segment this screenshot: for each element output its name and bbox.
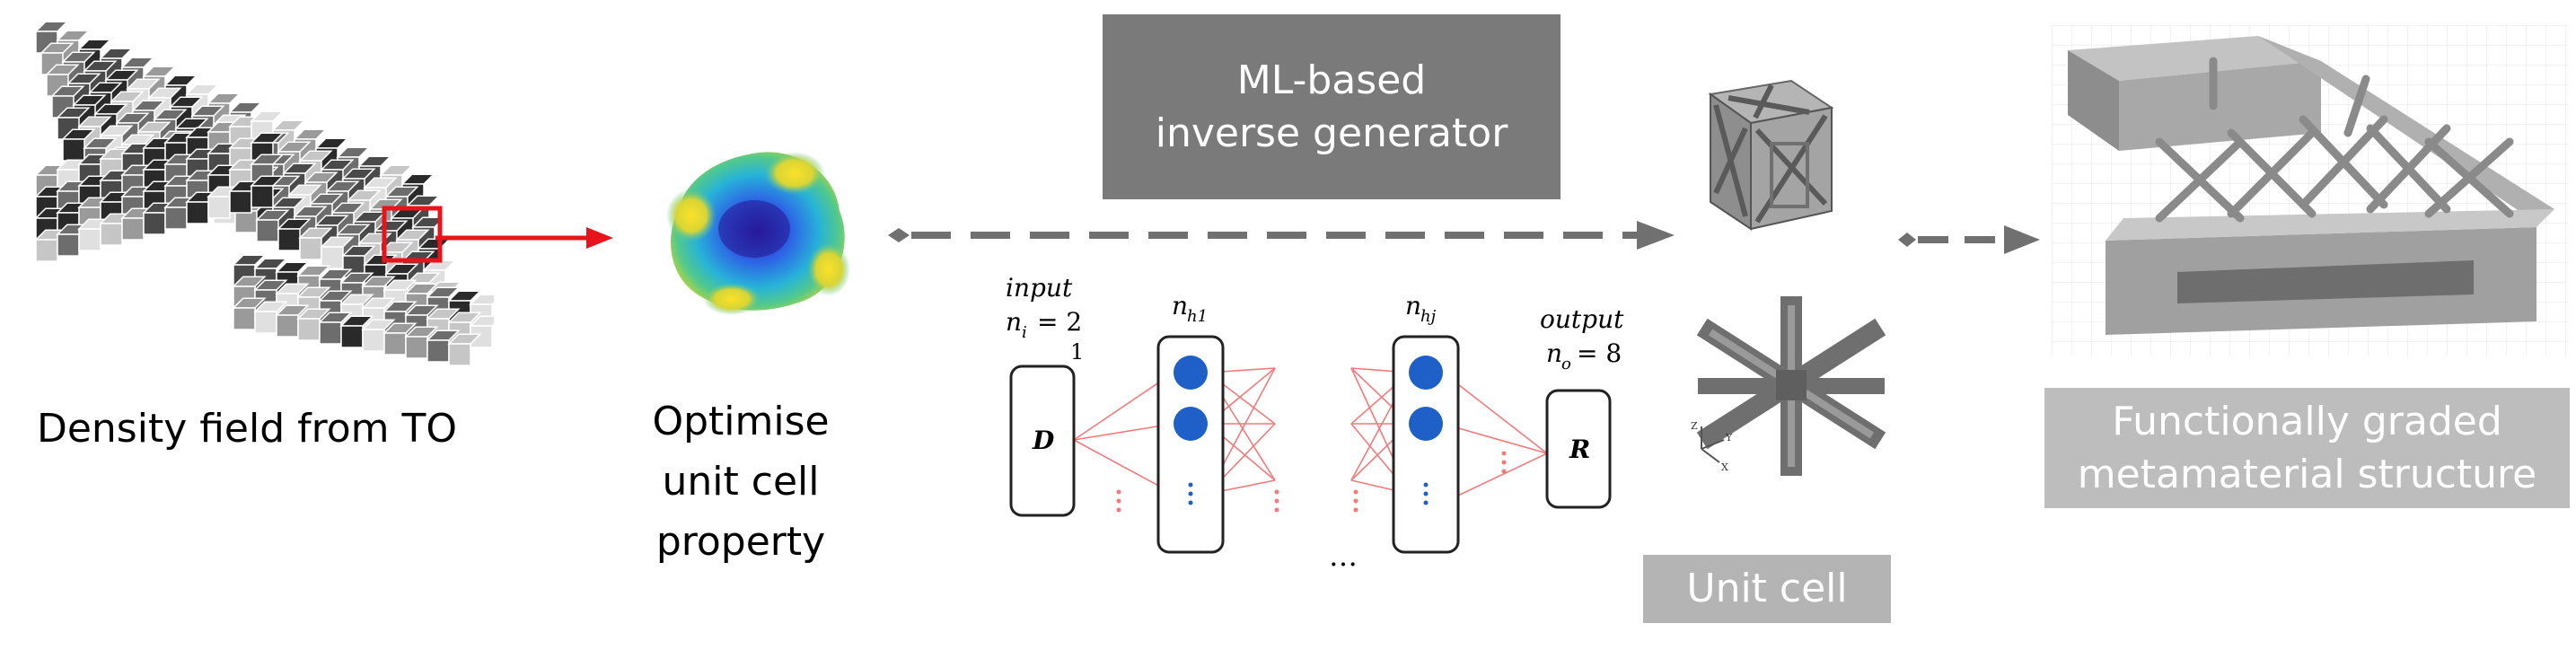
input-layer-box [1009,365,1076,517]
red-arrow [435,227,613,249]
output-label: output [1540,304,1624,334]
input-label: input [1006,273,1073,303]
property-surface-blob [666,152,850,315]
optimise-caption: Optimise unit cell property [652,398,830,565]
hidden1-label: n [1172,291,1188,321]
dashed-arrow-to-structure [1898,225,2040,254]
no-label: n [1546,338,1562,368]
hidden-layer-j-box [1392,335,1460,554]
hiddenj-sub: hj [1420,307,1437,326]
graded-structure-label-box: Functionally graded metamaterial structu… [2044,388,2570,508]
hidden-node [1409,356,1443,390]
graded-structure-image [2052,25,2568,356]
hidden-node [1409,407,1443,441]
ni-value-extra: 1 [1070,339,1084,365]
svg-text:Y: Y [1725,432,1733,444]
ni-label: n [1006,307,1022,337]
layers-ellipsis: … [1329,539,1358,573]
no-value: = 8 [1577,338,1622,368]
hiddenj-label: n [1405,291,1421,321]
selected-voxel-highlight [382,206,443,263]
hidden-node [1174,407,1208,441]
density-field-image [34,21,494,366]
ni-sub: i [1022,323,1027,342]
hidden-node [1174,356,1208,390]
output-layer-box [1545,389,1612,509]
ml-generator-box: ML-based inverse generator [1103,14,1561,199]
voxel-beam [34,21,494,366]
unit-cell-label-box: Unit cell [1643,555,1891,623]
unit-cell-cross-image [1696,296,1886,476]
svg-text:X: X [1721,461,1728,473]
svg-text:Z: Z [1691,420,1698,432]
axis-triad-icon: Z Y X [1691,420,1733,473]
hidden-layer-1-box [1156,335,1225,554]
unit-cell-cube-image [1708,79,1834,231]
dashed-bidirectional-arrow [888,221,1675,250]
neural-network-diagram: input n i = 2 1 n h1 n hj output n o = 8… [1006,273,1624,573]
input-node-label: D [1032,426,1055,455]
ni-value: = 2 [1037,307,1082,337]
output-node-label: R [1569,435,1590,464]
hidden1-sub: h1 [1187,307,1208,326]
density-field-caption: Density field from TO [36,406,458,452]
network-edges [1073,367,1548,504]
no-sub: o [1561,355,1571,373]
